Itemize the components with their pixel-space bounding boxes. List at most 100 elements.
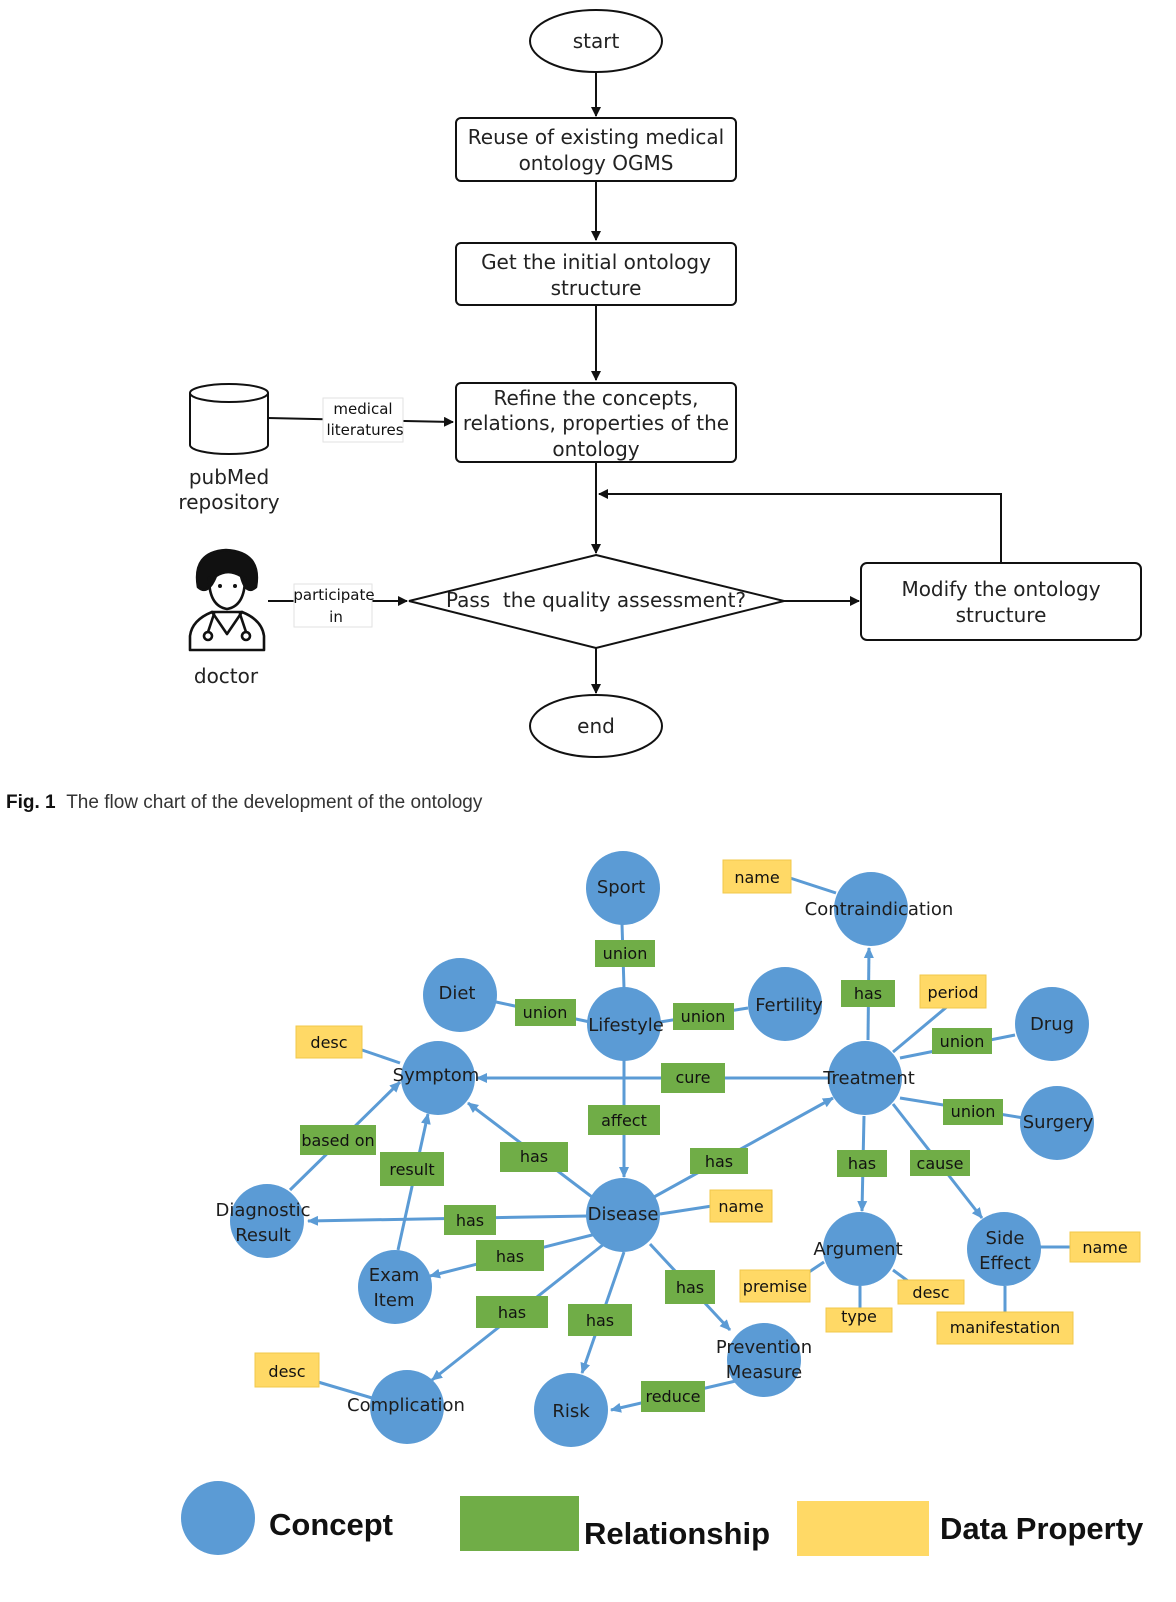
rel-diag-symptom	[300, 1125, 376, 1155]
rel-disease-prevention	[665, 1270, 715, 1304]
step-initial-structure	[455, 242, 737, 306]
doctor-edge-label-box	[293, 583, 373, 628]
concept-diagnostic-label-line2: Result	[235, 1225, 291, 1246]
prop-complication-desc-label: desc	[268, 1362, 305, 1381]
doctor-icon	[188, 548, 266, 652]
legend-property-label: Data Property	[940, 1511, 1144, 1546]
prop-arg-premise	[739, 1269, 811, 1303]
prop-arg-desc-label: desc	[912, 1283, 949, 1302]
rel-disease-symptom-label: has	[520, 1147, 548, 1166]
rel-sport-lifestyle-label: union	[603, 944, 648, 963]
legend-relationship-label: Relationship	[584, 1516, 770, 1551]
legend-concept-swatch	[181, 1481, 255, 1555]
figure-caption-text: The flow chart of the development of the…	[66, 792, 483, 813]
concept-side-effect-label-line1: Side	[986, 1228, 1025, 1249]
concept-prevention-label-line1: Prevention	[716, 1337, 812, 1358]
concept-surgery-label: Surgery	[1023, 1112, 1094, 1133]
rel-treatment-symptom	[661, 1063, 725, 1093]
rel-exam-symptom	[380, 1152, 444, 1186]
rel-exam-symptom-label: result	[389, 1160, 434, 1179]
ontology-edges	[288, 876, 1070, 1413]
prop-disease-name-label: name	[718, 1197, 763, 1216]
concept-side-effect-label-line2: Effect	[979, 1253, 1031, 1274]
concept-sport	[586, 851, 660, 925]
concept-prevention-label-line2: Measure	[726, 1362, 803, 1383]
rel-treatment-side	[910, 1150, 970, 1176]
prop-arg-premise-label: premise	[743, 1277, 807, 1296]
rel-sport-lifestyle	[595, 940, 655, 967]
concept-complication-label: Complication	[347, 1395, 465, 1416]
ontology-relationships	[300, 940, 1003, 1412]
rel-treatment-contra-label: has	[854, 984, 882, 1003]
step-modify-line2: structure	[956, 603, 1047, 627]
ontology-properties	[254, 859, 1141, 1388]
prop-contra-name-label: name	[734, 868, 779, 887]
concept-lifestyle	[587, 987, 661, 1061]
concept-drug	[1015, 987, 1089, 1061]
concept-drug-label: Drug	[1030, 1014, 1074, 1035]
step-reuse-ogms-line2: ontology OGMS	[519, 151, 674, 175]
prop-side-name-label: name	[1082, 1238, 1127, 1257]
concept-lifestyle-label: Lifestyle	[588, 1015, 664, 1036]
concept-disease	[586, 1178, 660, 1252]
rel-prevention-risk	[641, 1381, 705, 1412]
concept-contraindication	[834, 872, 908, 946]
concept-sport-label: Sport	[597, 877, 645, 898]
prop-symptom-desc-label: desc	[310, 1033, 347, 1052]
end-terminal	[529, 694, 663, 758]
rel-disease-symptom	[500, 1142, 568, 1172]
decision-quality	[408, 553, 785, 650]
rel-treatment-surgery	[943, 1099, 1003, 1125]
rel-treatment-surgery-label: union	[951, 1102, 996, 1121]
concept-disease-label: Disease	[588, 1204, 659, 1225]
rel-disease-risk	[568, 1304, 632, 1336]
step-reuse-ogms	[455, 117, 737, 182]
start-text: start	[573, 29, 620, 53]
rel-disease-risk-label: has	[586, 1311, 614, 1330]
rel-lifestyle-disease	[588, 1105, 660, 1135]
concept-diagnostic-result	[230, 1184, 304, 1258]
concept-exam-label-line1: Exam	[369, 1265, 420, 1286]
concept-diagnostic-label-line1: Diagnostic	[215, 1200, 310, 1221]
step-refine-line1: Refine the concepts,	[494, 386, 699, 410]
concept-exam-label-line2: Item	[374, 1290, 415, 1311]
figure-caption: Fig. 1 The flow chart of the development…	[6, 792, 482, 814]
rel-disease-exam-label: has	[496, 1247, 524, 1266]
concept-treatment-label: Treatment	[822, 1068, 915, 1089]
rel-disease-exam	[476, 1240, 544, 1271]
step-reuse-ogms-line1: Reuse of existing medical	[468, 125, 724, 149]
rel-lifestyle-fertility	[673, 1003, 734, 1030]
prop-complication-desc	[254, 1352, 320, 1388]
rel-treatment-side-label: cause	[917, 1154, 964, 1173]
legend-relationship-swatch	[460, 1496, 579, 1551]
concept-risk-label: Risk	[552, 1401, 590, 1422]
concept-risk	[534, 1373, 608, 1447]
repo-edge-label-line2: literatures	[326, 421, 403, 439]
rel-prevention-risk-label: reduce	[645, 1387, 700, 1406]
repo-label-line2: repository	[178, 490, 279, 514]
concept-contraindication-label: Contraindication	[805, 899, 954, 920]
prop-contra-name	[722, 859, 792, 894]
rel-disease-diag	[444, 1205, 496, 1235]
rel-diet-lifestyle	[515, 999, 576, 1026]
concept-fertility	[748, 967, 822, 1041]
step-modify	[860, 562, 1142, 641]
legend-concept-label: Concept	[269, 1507, 393, 1542]
step-refine-line3: ontology	[552, 437, 639, 461]
concept-symptom-label: Symptom	[393, 1065, 480, 1086]
database-icon	[189, 383, 269, 455]
concept-symptom	[401, 1041, 475, 1115]
repo-edge-label-box	[322, 397, 404, 443]
doctor-edge-label-line2: in	[329, 608, 343, 626]
prop-arg-desc	[897, 1279, 965, 1305]
rel-treatment-contra	[841, 980, 895, 1007]
doctor-label: doctor	[194, 664, 259, 688]
rel-treatment-symptom-label: cure	[675, 1068, 710, 1087]
rel-disease-complication-label: has	[498, 1303, 526, 1322]
repo-edge-label-line1: medical	[333, 400, 392, 418]
concept-exam-item	[358, 1250, 432, 1324]
rel-disease-treatment-label: has	[705, 1152, 733, 1171]
step-refine	[455, 382, 737, 463]
concept-treatment	[828, 1041, 902, 1115]
